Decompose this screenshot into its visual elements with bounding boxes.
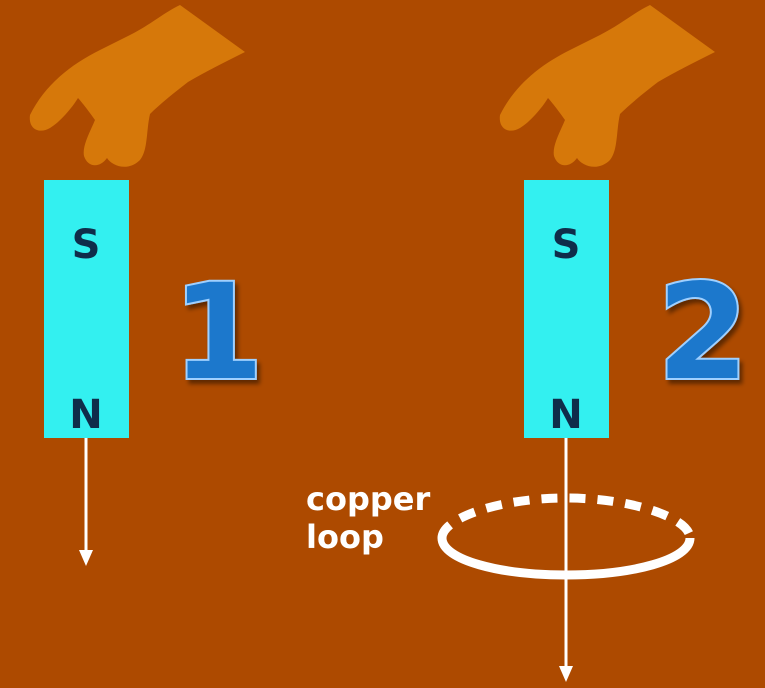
bar-magnet-2: [524, 180, 609, 438]
bar-magnet-1: [44, 180, 129, 438]
copper-loop-label-line1: copper: [306, 480, 430, 518]
scene-number-2: 2: [657, 256, 749, 410]
scene-2: S N 2 copper loop: [306, 5, 751, 682]
arrowhead-1: [79, 550, 93, 566]
copper-loop-label-line2: loop: [306, 518, 384, 556]
scene-number-1: 1: [172, 256, 264, 410]
hand-icon: [29, 5, 245, 167]
arrowhead-2: [559, 666, 573, 682]
south-pole-label-1: S: [72, 222, 101, 268]
hand-icon: [499, 5, 715, 167]
north-pole-label-1: N: [69, 392, 102, 438]
scene-1: S N 1: [29, 5, 266, 566]
south-pole-label-2: S: [552, 222, 581, 268]
copper-loop-front: [437, 537, 695, 580]
north-pole-label-2: N: [549, 392, 582, 438]
